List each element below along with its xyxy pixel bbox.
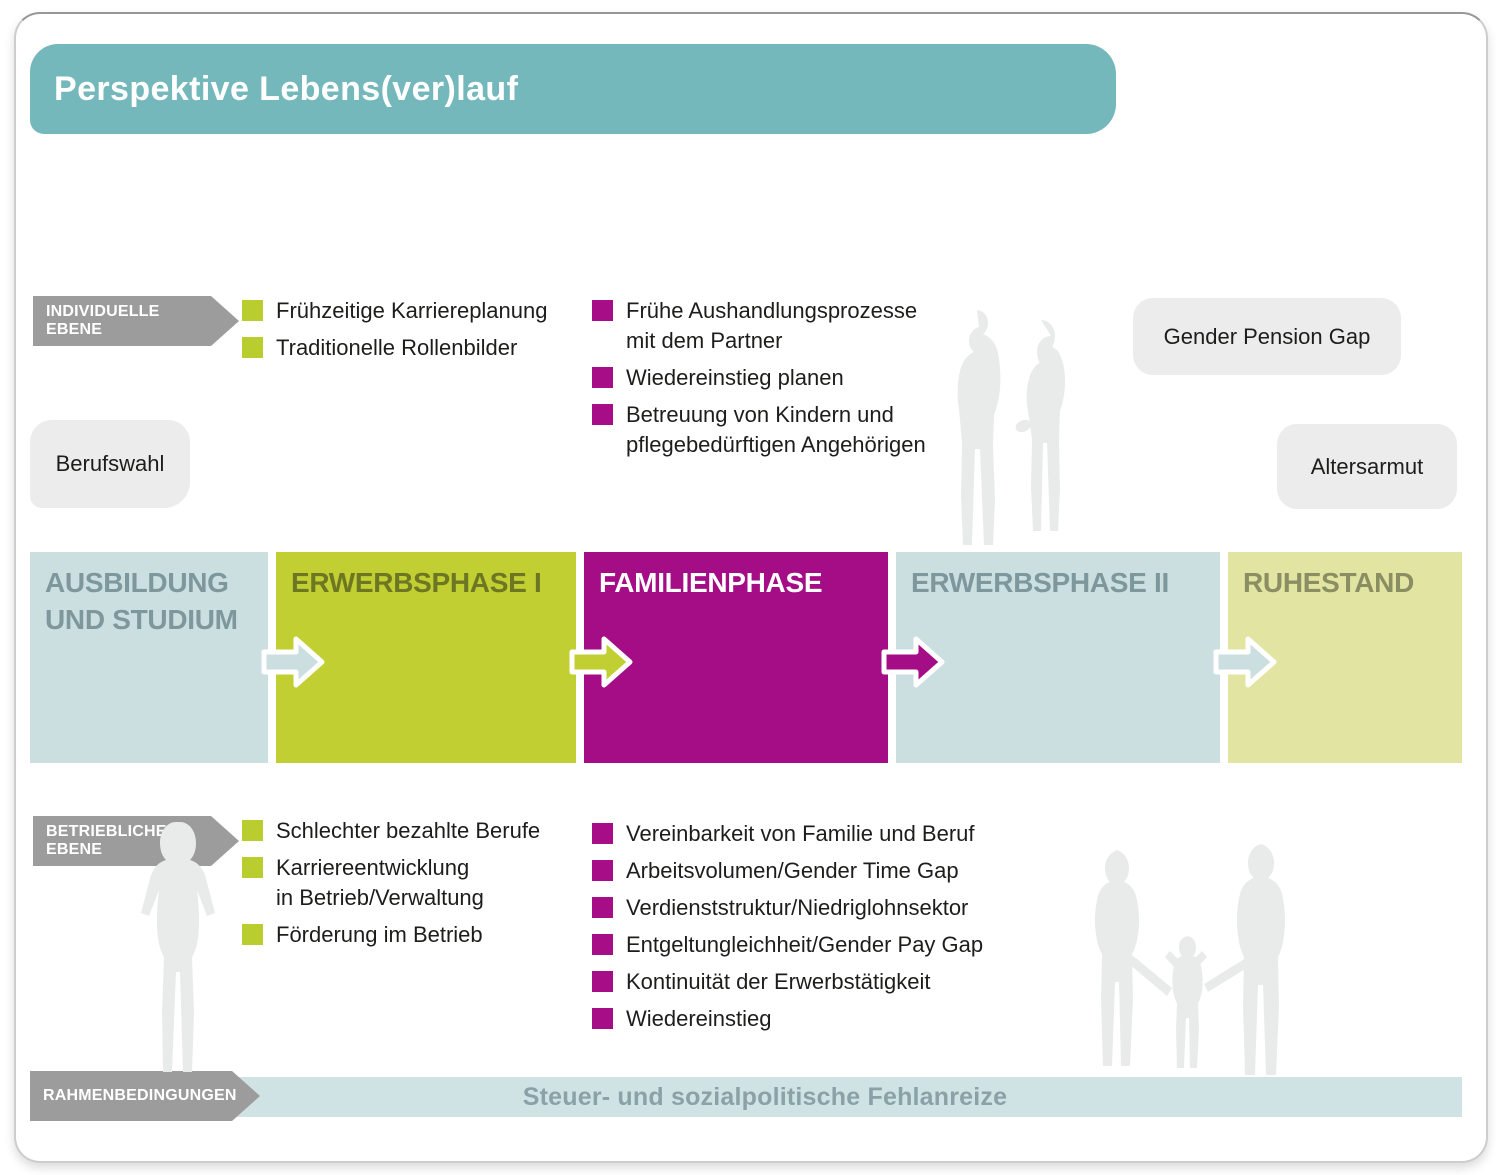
phase-arrow-icon: [1213, 636, 1277, 688]
individual-level-label: INDIVIDUELLE EBENE: [33, 296, 239, 346]
list-item-text: Traditionelle Rollenbilder: [276, 335, 518, 360]
gender-pension-gap-box: Gender Pension Gap: [1133, 298, 1401, 375]
list-item-text: Frühzeitige Karriereplanung: [276, 298, 548, 323]
company-green-list: Schlechter bezahlte Berufe Karriereentwi…: [242, 816, 540, 957]
couple-talking-silhouette: [957, 310, 1065, 545]
list-item-text: Arbeitsvolumen/Gender Time Gap: [626, 858, 959, 883]
individual-magenta-list: Frühe Aushandlungsprozesse mit dem Partn…: [592, 296, 926, 467]
altersarmut-text: Altersarmut: [1310, 453, 1424, 479]
list-item: Frühe Aushandlungsprozesse mit dem Partn…: [592, 296, 926, 356]
list-item: Schlechter bezahlte Berufe: [242, 816, 540, 846]
list-item-text: Wiedereinstieg: [626, 1006, 772, 1031]
arrow-right-icon: [261, 636, 325, 688]
berufswahl-box: Berufswahl: [30, 420, 190, 508]
father-arm: [1204, 958, 1250, 992]
company-level-label: BETRIEBLICHE EBENE: [33, 816, 239, 866]
list-item-text: Verdienststruktur/Niedriglohnsektor: [626, 895, 969, 920]
magenta-square-bullet-icon: [592, 823, 613, 844]
woman-akimbo-silhouette: [141, 822, 215, 1072]
company-level-text: BETRIEBLICHE EBENE: [46, 823, 167, 858]
framework-label-text: RAHMENBEDINGUNGEN: [43, 1087, 237, 1105]
phase-ausbildung-und-studium: AUSBILDUNG UND STUDIUM: [30, 552, 268, 763]
magenta-square-bullet-icon: [592, 300, 613, 321]
list-item: Förderung im Betrieb: [242, 920, 540, 950]
arrow-right-icon: [1213, 636, 1277, 688]
list-item-text: Karriereentwicklung in Betrieb/Verwaltun…: [276, 855, 484, 910]
green-square-bullet-icon: [242, 337, 263, 358]
list-item: Vereinbarkeit von Familie und Beruf: [592, 819, 983, 849]
list-item: Frühzeitige Karriereplanung: [242, 296, 548, 326]
berufswahl-text: Berufswahl: [55, 451, 165, 476]
child-arm-right: [1191, 951, 1207, 968]
altersarmut-box: Altersarmut: [1277, 424, 1457, 509]
list-item-text: Kontinuität der Erwerbstätigkeit: [626, 969, 931, 994]
individual-green-list: Frühzeitige Karriereplanung Traditionell…: [242, 296, 548, 370]
company-magenta-list: Vereinbarkeit von Familie und Beruf Arbe…: [592, 819, 983, 1041]
list-item-text: Wiedereinstieg planen: [626, 365, 844, 390]
magenta-square-bullet-icon: [592, 934, 613, 955]
magenta-square-bullet-icon: [592, 404, 613, 425]
gender-pension-gap-text: Gender Pension Gap: [1163, 323, 1371, 349]
list-item: Verdienststruktur/Niedriglohnsektor: [592, 893, 983, 923]
magenta-square-bullet-icon: [592, 1008, 613, 1029]
gesture-hands: [1015, 419, 1031, 433]
list-item: Traditionelle Rollenbilder: [242, 333, 548, 363]
framework-bar: Steuer- und sozialpolitische Fehlanreize: [178, 1077, 1462, 1117]
child-silhouette: [1172, 936, 1203, 1068]
green-square-bullet-icon: [242, 857, 263, 878]
family-walking-silhouette: [1094, 844, 1286, 1075]
magenta-square-bullet-icon: [592, 971, 613, 992]
green-square-bullet-icon: [242, 300, 263, 321]
magenta-square-bullet-icon: [592, 367, 613, 388]
list-item-text: Betreuung von Kindern und pflegebedürfti…: [626, 402, 926, 457]
phase-arrow-icon: [881, 636, 945, 688]
phase-erwerbsphase-1: ERWERBSPHASE I: [276, 552, 576, 763]
list-item: Wiedereinstieg planen: [592, 363, 926, 393]
phase-arrow-icon: [569, 636, 633, 688]
list-item: Betreuung von Kindern und pflegebedürfti…: [592, 400, 926, 460]
woman-body: [141, 822, 215, 1072]
list-item: Kontinuität der Erwerbstätigkeit: [592, 967, 983, 997]
title-band: Perspektive Lebens(ver)lauf: [30, 44, 1116, 134]
father-silhouette: [1236, 844, 1286, 1075]
framework-label: RAHMENBEDINGUNGEN: [30, 1071, 260, 1121]
phase-arrow-icon: [261, 636, 325, 688]
individual-level-text: INDIVIDUELLE EBENE: [46, 303, 160, 338]
green-square-bullet-icon: [242, 820, 263, 841]
list-item: Karriereentwicklung in Betrieb/Verwaltun…: [242, 853, 540, 913]
man-silhouette: [957, 310, 1001, 545]
mother-silhouette: [1094, 850, 1140, 1066]
woman-silhouette: [1026, 320, 1065, 531]
arrow-right-icon: [881, 636, 945, 688]
phase-erwerbsphase-2: ERWERBSPHASE II: [896, 552, 1220, 763]
child-arm-left: [1165, 951, 1181, 968]
list-item-text: Vereinbarkeit von Familie und Beruf: [626, 821, 975, 846]
framework-bar-text: Steuer- und sozialpolitische Fehlanreize: [522, 1082, 1008, 1111]
list-item: Arbeitsvolumen/Gender Time Gap: [592, 856, 983, 886]
page-title: Perspektive Lebens(ver)lauf: [54, 69, 519, 108]
list-item: Wiedereinstieg: [592, 1004, 983, 1034]
list-item-text: Schlechter bezahlte Berufe: [276, 818, 541, 843]
magenta-square-bullet-icon: [592, 897, 613, 918]
magenta-square-bullet-icon: [592, 860, 613, 881]
list-item-text: Entgeltungleichheit/Gender Pay Gap: [626, 932, 984, 957]
list-item-text: Förderung im Betrieb: [276, 922, 483, 947]
phase-familienphase: FAMILIENPHASE: [584, 552, 888, 763]
mother-arm: [1122, 950, 1172, 996]
green-square-bullet-icon: [242, 924, 263, 945]
arrow-right-icon: [569, 636, 633, 688]
list-item-text: Frühe Aushandlungsprozesse mit dem Partn…: [626, 298, 918, 353]
list-item: Entgeltungleichheit/Gender Pay Gap: [592, 930, 983, 960]
